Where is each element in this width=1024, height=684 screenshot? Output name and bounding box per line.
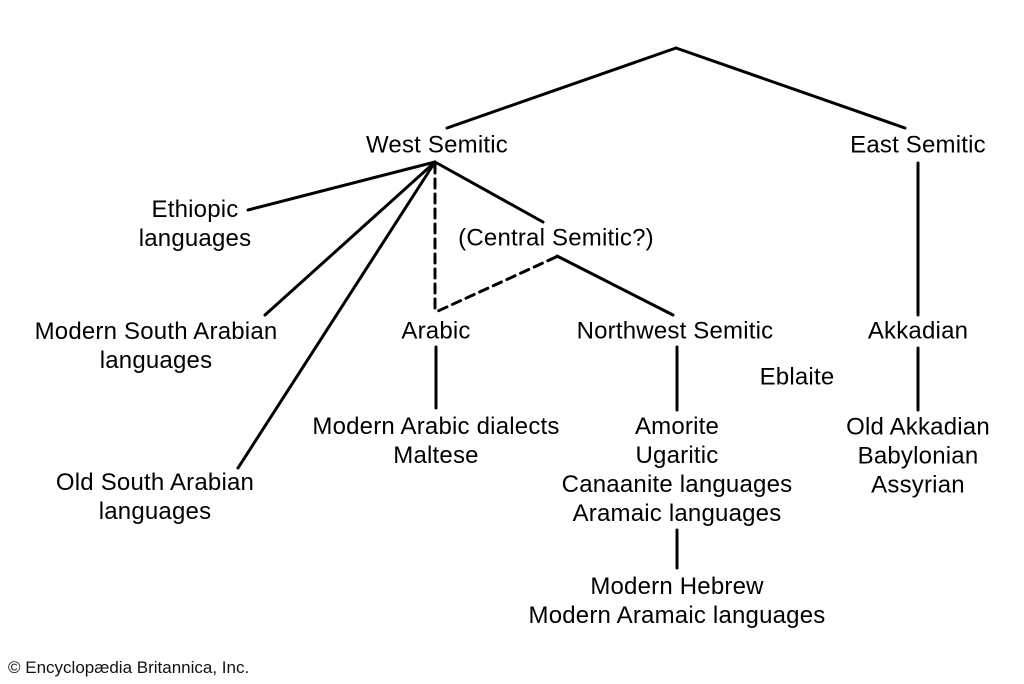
label-line: Ugaritic	[635, 442, 719, 469]
label-line: Modern South Arabian	[34, 318, 278, 345]
label-line: (Central Semitic?)	[458, 224, 654, 252]
label-line: Babylonian	[857, 442, 979, 470]
label-line: Arabic	[401, 317, 471, 345]
label-line: West Semitic	[366, 131, 508, 159]
northwest-semitic-label: Northwest Semitic	[577, 317, 774, 346]
label-line: East Semitic	[850, 131, 986, 159]
label-line: languages	[138, 225, 252, 252]
label-line: Northwest Semitic	[576, 317, 774, 345]
edge-root-to-east-semitic	[674, 46, 907, 130]
label-line: Akkadian	[867, 317, 969, 345]
central-semitic-label: (Central Semitic?)	[458, 224, 654, 253]
label-line: Assyrian	[871, 471, 965, 499]
label-line: languages	[99, 347, 213, 374]
label-line: Modern Arabic dialects	[312, 413, 560, 440]
edge-central-semitic-to-northwest-semitic	[555, 254, 675, 317]
edge-west-semitic-to-central-semitic	[433, 160, 545, 224]
label-line: Maltese	[393, 442, 479, 469]
label-line: Eblaite	[759, 363, 835, 391]
image-credit: © Encyclopædia Britannica, Inc.	[8, 658, 250, 677]
label-line: Amorite	[634, 413, 720, 440]
edge-west-semitic-to-ethiopic	[246, 160, 437, 212]
label-line: Modern Aramaic languages	[528, 602, 826, 629]
label-line: Old Akkadian	[846, 413, 990, 441]
east-semitic-label: East Semitic	[850, 131, 986, 160]
label-line: Aramaic languages	[572, 500, 782, 527]
edge-root-to-west-semitic	[445, 46, 678, 130]
label-line: Canaanite languages	[561, 471, 793, 498]
label-line: Ethiopic	[151, 196, 239, 223]
edge-west-semitic-to-modern-south-arabian	[263, 160, 437, 317]
edge-central-semitic-to-arabic	[436, 255, 558, 313]
edge-west-semitic-to-old-south-arabian	[236, 160, 437, 470]
label-line: languages	[98, 498, 212, 525]
akkadian-label: Akkadian	[868, 317, 968, 346]
west-semitic-label: West Semitic	[366, 131, 508, 160]
arabic-label: Arabic	[401, 317, 470, 346]
label-line: Modern Hebrew	[590, 573, 764, 600]
eblaite-label: Eblaite	[760, 363, 835, 392]
label-line: Old South Arabian	[55, 469, 255, 496]
